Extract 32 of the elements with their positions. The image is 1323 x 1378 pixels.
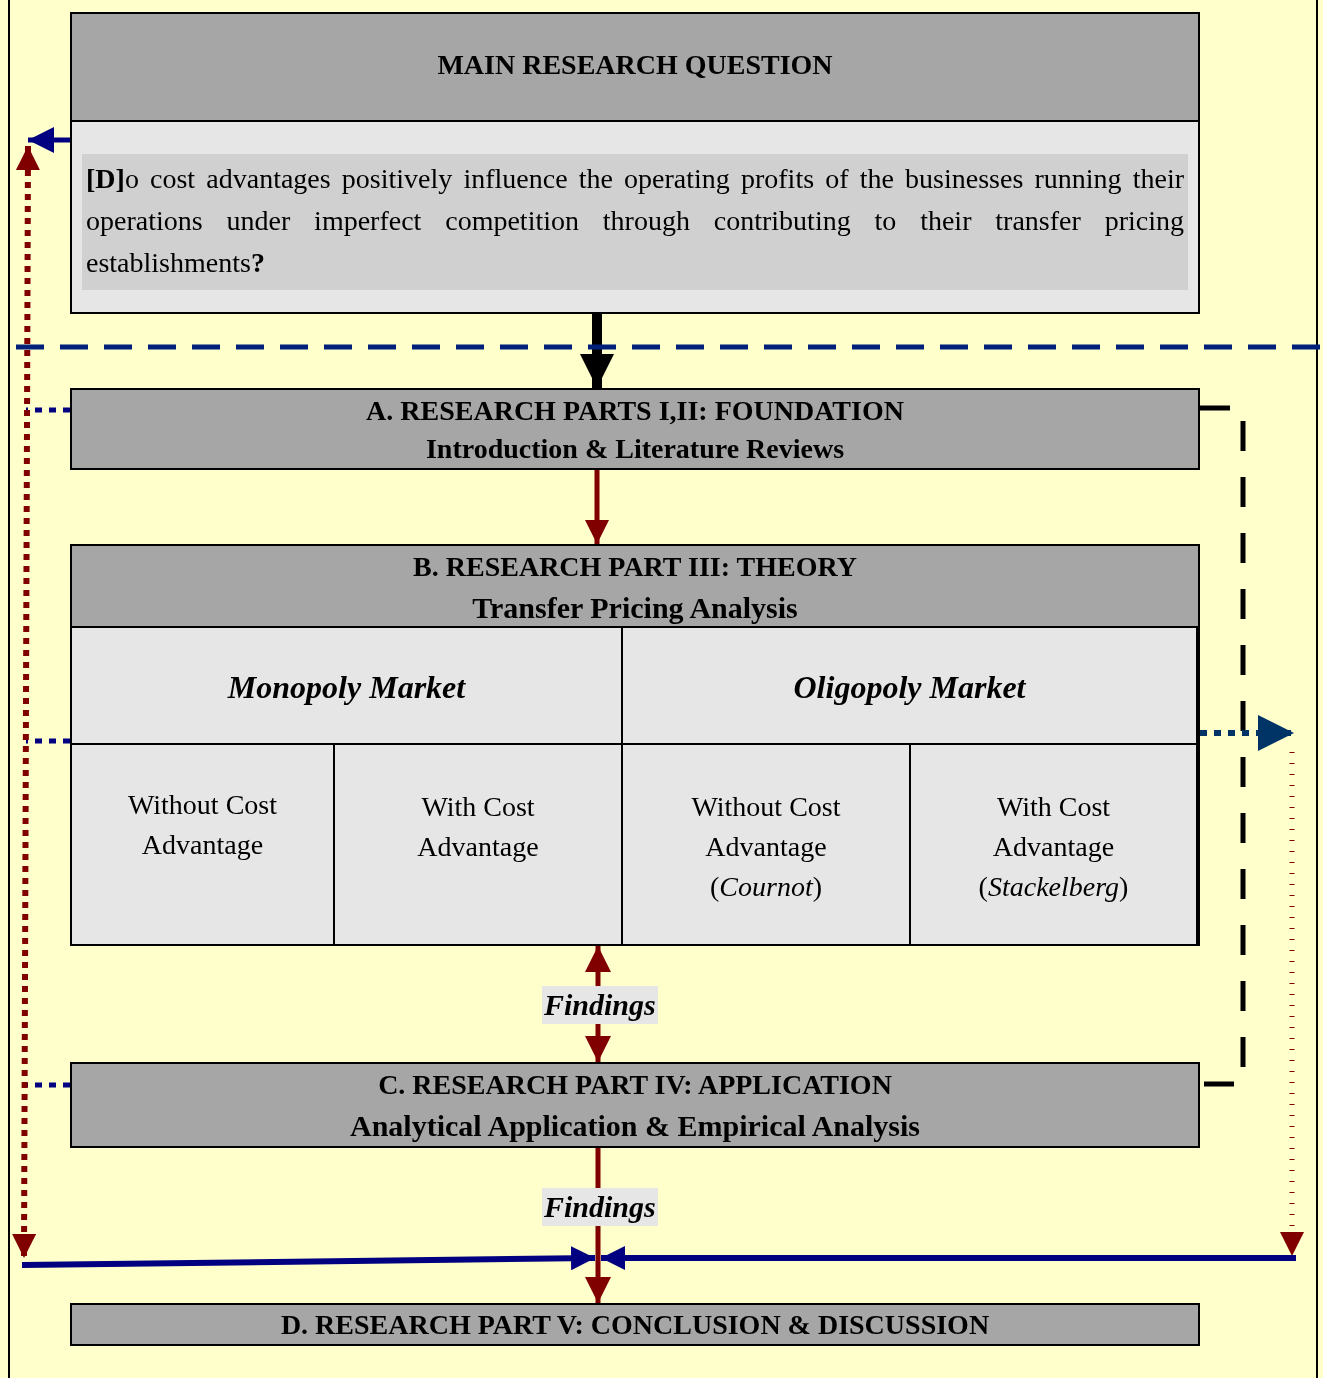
- part-title: B. RESEARCH PART III: THEORY: [412, 550, 858, 584]
- part-title: D. RESEARCH PART V: CONCLUSION & DISCUSSION: [279, 1308, 991, 1342]
- arrow: [585, 1148, 611, 1303]
- arrow: [580, 314, 614, 388]
- case-text: With Cost Advantage: [416, 790, 540, 864]
- part-title: A. RESEARCH PARTS I,II: FOUNDATION: [365, 394, 905, 428]
- connector-line: [26, 407, 70, 413]
- edge-label: Findings: [542, 1188, 658, 1226]
- part-box: [70, 388, 1200, 470]
- connector-line: [26, 738, 70, 744]
- edge-label: Findings: [542, 986, 658, 1024]
- arrow: [585, 470, 609, 544]
- theory-box: [70, 544, 1200, 946]
- arrow: [28, 127, 70, 153]
- market-cell: [621, 626, 1198, 745]
- case-text: Without Cost Advantage (Cournot): [690, 790, 842, 904]
- question-text: [D]o cost advantages positively influence the operating profits of the businesses running their operations under imperfect competition through contributing to their transfer pricing establishments?: [82, 154, 1188, 290]
- question-box: [70, 12, 1200, 314]
- part-title: C. RESEARCH PART IV: APPLICATION: [377, 1068, 893, 1102]
- case-text: Without Cost Advantage: [127, 788, 278, 862]
- question-heading: MAIN RESEARCH QUESTION: [72, 14, 1198, 122]
- case-text: With Cost Advantage (Stackelberg): [977, 790, 1130, 904]
- connector-line: [1200, 405, 1246, 1087]
- part-subtitle: Transfer Pricing Analysis: [471, 590, 799, 626]
- arrow: [585, 946, 611, 1062]
- part-box: [70, 1062, 1200, 1148]
- market-title: Monopoly Market: [226, 668, 467, 707]
- arrow: [1200, 715, 1294, 751]
- market-title: Oligopoly Market: [792, 668, 1027, 707]
- part-subtitle: Analytical Application & Empirical Analysis: [348, 1108, 922, 1144]
- part-subtitle: Introduction & Literature Reviews: [424, 432, 846, 466]
- part-box: [70, 1303, 1200, 1346]
